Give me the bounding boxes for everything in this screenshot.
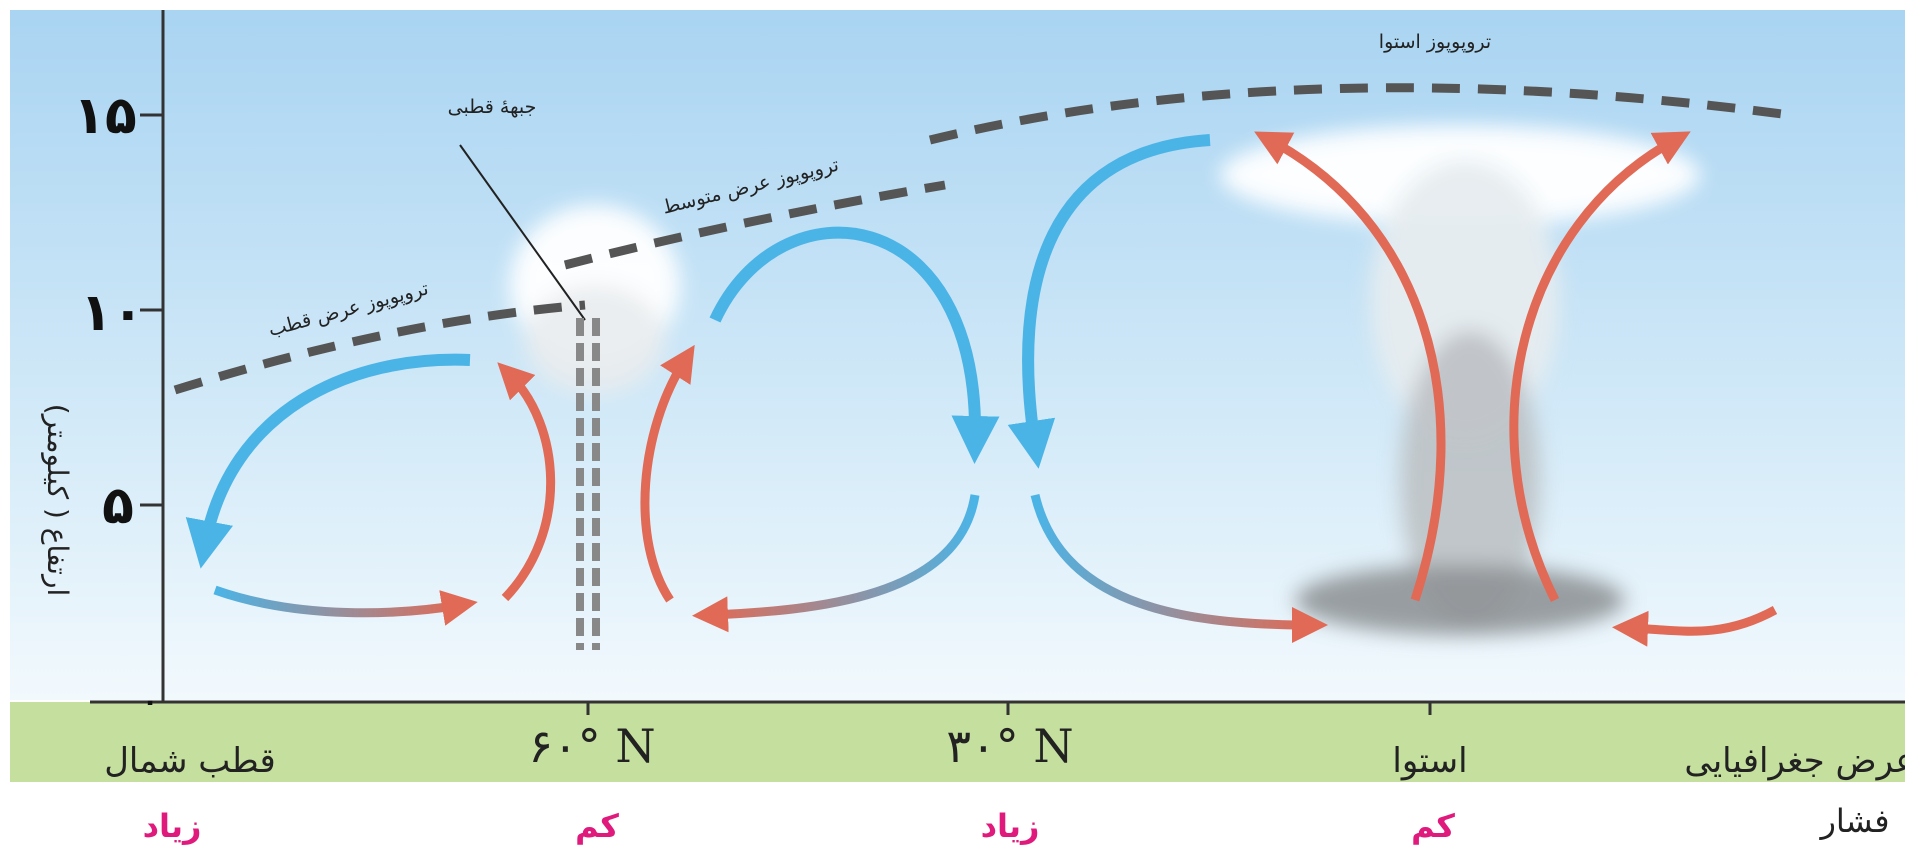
equatorial-tropopause-line bbox=[928, 83, 1791, 145]
polar-front-cloud bbox=[510, 205, 680, 395]
hadley-cell-ascent-arrow-right bbox=[1509, 131, 1691, 603]
pressure-label-30n: زیاد bbox=[981, 807, 1040, 845]
latitude-label-30n: ۳۰° N bbox=[946, 719, 1073, 773]
latitude-label-north-pole: قطب شمال bbox=[104, 741, 276, 781]
trade-wind-arrow bbox=[1612, 606, 1778, 647]
hadley-cell-ascent-arrow-left bbox=[1254, 131, 1446, 602]
pressure-label-equator: کم bbox=[1411, 807, 1455, 845]
ferrel-cell-upper-flow-arrow bbox=[709, 226, 1000, 464]
latitude-row-title: عرض جغرافیایی bbox=[1684, 741, 1905, 781]
ferrel-cell-surface-flow-arrow bbox=[692, 494, 980, 633]
latitude-band bbox=[10, 702, 1905, 782]
equatorial-cloud-tower bbox=[1220, 125, 1700, 635]
latitude-label-60n: ۶۰° N bbox=[528, 719, 655, 773]
ferrel-cell-warm-ascent-arrow bbox=[640, 344, 695, 603]
y-tick-0: ۰ bbox=[142, 687, 158, 717]
y-axis-title: ارتفاع ( کیلومتر) bbox=[41, 404, 74, 597]
hadley-cell-surface-flow-arrow bbox=[1030, 493, 1328, 643]
pressure-label-north-pole: زیاد bbox=[143, 807, 202, 845]
y-tick-5: ۵ bbox=[102, 476, 134, 536]
polar-front-pointer bbox=[459, 144, 586, 321]
latitude-label-equator: استوا bbox=[1392, 741, 1467, 781]
pressure-row-title: فشار bbox=[1818, 802, 1889, 840]
polar-tropopause-line bbox=[173, 300, 586, 395]
y-tick-10: ۱۰ bbox=[80, 283, 143, 343]
hadley-cell-descent-arrow bbox=[1007, 134, 1211, 469]
pressure-label-60n: کم bbox=[575, 807, 619, 845]
equatorial-tropopause-label: تروپوپوز استوا bbox=[1379, 31, 1491, 53]
polar-cell-surface-flow-arrow bbox=[213, 585, 478, 626]
polar-front-label: جبهۀ قطبی bbox=[448, 96, 537, 118]
y-tick-15: ۱۵ bbox=[73, 86, 136, 146]
mid-latitude-tropopause-line bbox=[563, 180, 946, 270]
polar-cell-cold-descent-arrow bbox=[185, 353, 471, 569]
polar-front-column bbox=[576, 318, 600, 650]
polar-cell-warm-ascent-arrow bbox=[497, 362, 556, 602]
